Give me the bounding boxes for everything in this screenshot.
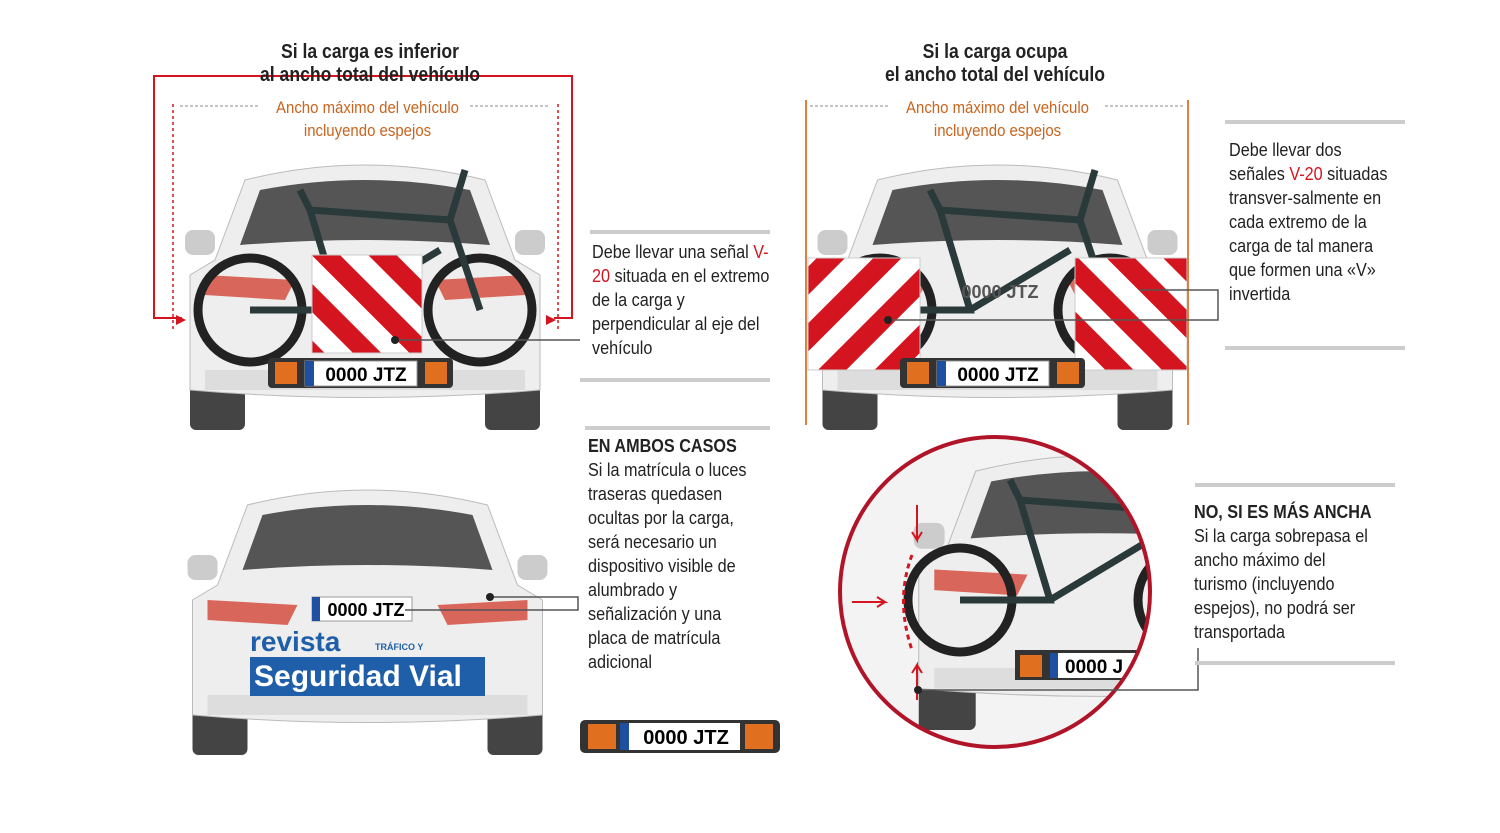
- logo-line2: TRÁFICO Y: [375, 642, 424, 652]
- note-right: Debe llevar dos señales V-20 situadas tr…: [1229, 138, 1400, 306]
- v20-signal-left: [311, 254, 423, 354]
- title-right: Si la carga ocupa el ancho total del veh…: [872, 41, 1118, 87]
- car-rear-plain: [186, 489, 549, 755]
- plate-right: 0000 JTZ: [957, 365, 1039, 386]
- note-left-text2: situada en el extremo de la carga y perp…: [592, 266, 770, 358]
- note-right-text1: Debe llevar dos señales: [1229, 140, 1342, 184]
- v20-signal-right-a: [807, 257, 921, 371]
- v20-signal-right-b: [1074, 257, 1188, 371]
- note-both-heading: EN AMBOS CASOS: [588, 436, 737, 456]
- logo-line1: revista: [250, 626, 341, 657]
- plate-left: 0000 JTZ: [325, 365, 407, 386]
- note-right-text2: situadas transver-salmente en cada extre…: [1229, 164, 1388, 304]
- width-label-right: Ancho máximo del vehículo incluyendo esp…: [885, 96, 1109, 142]
- logo-line3: Seguridad Vial: [254, 660, 462, 693]
- note-left: Debe llevar una señal V-20 situada en el…: [592, 240, 772, 360]
- plate-hidden: 0000 JTZ: [961, 282, 1038, 302]
- plate-plain-car: 0000 JTZ: [327, 600, 404, 620]
- width-label-right-line2: incluyendo espejos: [933, 121, 1062, 140]
- note-too-wide-text: Si la carga sobrepasa el ancho máximo de…: [1194, 526, 1368, 642]
- note-right-signal: V-20: [1289, 164, 1323, 184]
- note-both-text: Si la matrícula o luces traseras quedase…: [588, 460, 747, 672]
- note-left-text1: Debe llevar una señal: [592, 242, 749, 262]
- too-wide-detail: 0000 J: [840, 437, 1150, 747]
- note-too-wide: NO, SI ES MÁS ANCHA Si la carga sobrepas…: [1194, 500, 1383, 644]
- title-left-line2: al ancho total del vehículo: [259, 64, 481, 86]
- additional-plate: 0000 JTZ: [643, 727, 729, 749]
- width-label-left-line1: Ancho máximo del vehículo: [276, 98, 459, 117]
- width-label-left-line2: incluyendo espejos: [303, 121, 432, 140]
- width-label-left: Ancho máximo del vehículo incluyendo esp…: [255, 96, 479, 142]
- logo-revista-trafico: revista TRÁFICO Y Seguridad Vial: [250, 628, 485, 696]
- width-label-right-line1: Ancho máximo del vehículo: [906, 98, 1089, 117]
- title-right-line1: Si la carga ocupa: [922, 41, 1068, 63]
- note-both-cases: EN AMBOS CASOS Si la matrícula o luces t…: [588, 434, 750, 674]
- plate-too-wide: 0000 J: [1065, 657, 1123, 678]
- title-right-line2: el ancho total del vehículo: [884, 64, 1106, 86]
- title-left: Si la carga es inferior al ancho total d…: [247, 41, 493, 87]
- title-left-line1: Si la carga es inferior: [280, 41, 460, 63]
- note-too-wide-heading: NO, SI ES MÁS ANCHA: [1194, 502, 1372, 522]
- note-left-signal: V-20: [592, 242, 769, 286]
